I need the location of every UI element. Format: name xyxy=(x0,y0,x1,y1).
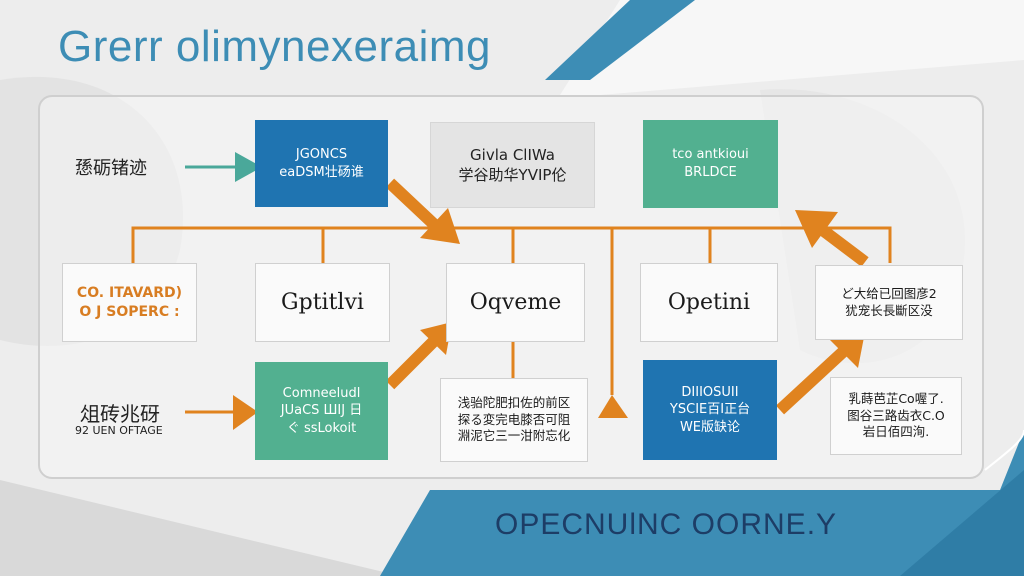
node-text: CO. ITAVARD) xyxy=(76,284,183,301)
node-text: DIIIOSUII xyxy=(681,384,739,400)
node-text: O J SOPERC : xyxy=(79,303,180,320)
node-text: BRLDCE xyxy=(684,165,737,180)
node-gray-top[interactable]: Givla ClIWa 学谷助华YVIP伦 xyxy=(430,122,595,208)
node-text: Comneeludl xyxy=(282,385,361,401)
input-label-bottom: 俎砖兆砑 xyxy=(80,402,160,426)
node-notes-bottom-right[interactable]: 乳蒔芭芷Co喔了. 图谷三路齿衣C.O 岩日佰四洵. xyxy=(830,377,962,455)
node-text: eaDSM壮砀谁 xyxy=(279,164,364,180)
node-text: 岩日佰四洵. xyxy=(862,424,930,440)
node-text: 淵泥它三一泔附忘化 xyxy=(457,428,571,444)
bottom-blue-band xyxy=(380,430,1024,576)
node-text: Gptitlvi xyxy=(281,289,364,315)
input-label-top: 愻砺锗迹 xyxy=(75,158,147,179)
node-text: 乳蒔芭芷Co喔了. xyxy=(848,390,944,406)
diagram-title: Grerr olimynexeraimg xyxy=(58,22,491,71)
bottom-left-stripe xyxy=(0,480,400,576)
node-text: WE版缺论 xyxy=(679,419,741,435)
node-text: tco antkioui xyxy=(672,147,749,163)
node-text: YSCIE百I正台 xyxy=(669,402,751,418)
triangle-marker xyxy=(598,395,628,418)
node-opetini[interactable]: Opetini xyxy=(640,263,778,342)
top-blue-stripe xyxy=(545,0,695,80)
node-notes-center[interactable]: 浅骀陀肥扣佐的前区 探る変完电膝否可阻 淵泥它三一泔附忘化 xyxy=(440,378,588,462)
input-arrow-bottom xyxy=(185,395,258,430)
node-text: Opetini xyxy=(667,289,751,315)
node-text: 犹宠长長斷区没 xyxy=(845,302,933,318)
node-blue-top[interactable]: JGONCS eaDSM壮砀谁 xyxy=(255,120,388,207)
flow-arrows xyxy=(385,178,869,418)
node-standard[interactable]: CO. ITAVARD) O J SOPERC : xyxy=(62,263,197,342)
footer-caption: OPECNUlNC OORNE.Y xyxy=(495,508,838,541)
node-text: ぐ ssLokoit xyxy=(286,420,357,436)
node-text: JUaCS ШIJ 日 xyxy=(280,403,363,419)
node-teal-bottom[interactable]: Comneeludl JUaCS ШIJ 日 ぐ ssLokoit xyxy=(255,362,388,460)
node-text: 学谷助华YVIP伦 xyxy=(458,166,567,184)
node-oqveme[interactable]: Oqveme xyxy=(446,263,585,342)
input-sublabel-bottom: 92 UEN OFTAGE xyxy=(75,424,163,437)
node-notes-right[interactable]: ど大给已回图彦2 犹宠长長斷区没 xyxy=(815,265,963,340)
node-blue-bottom[interactable]: DIIIOSUII YSCIE百I正台 WE版缺论 xyxy=(643,360,777,460)
node-text: Oqveme xyxy=(469,289,562,315)
node-teal-top[interactable]: tco antkioui BRLDCE xyxy=(643,120,778,208)
node-text: Givla ClIWa xyxy=(470,145,555,164)
node-text: 图谷三路齿衣C.O xyxy=(847,407,945,423)
node-text: 浅骀陀肥扣佐的前区 xyxy=(457,394,571,410)
input-arrow-top xyxy=(185,152,262,182)
node-text: 探る変完电膝否可阻 xyxy=(457,411,571,427)
orange-bus-lines xyxy=(131,226,892,395)
node-gptitlvi[interactable]: Gptitlvi xyxy=(255,263,390,342)
node-text: JGONCS xyxy=(295,146,348,162)
node-text: ど大给已回图彦2 xyxy=(841,285,937,301)
